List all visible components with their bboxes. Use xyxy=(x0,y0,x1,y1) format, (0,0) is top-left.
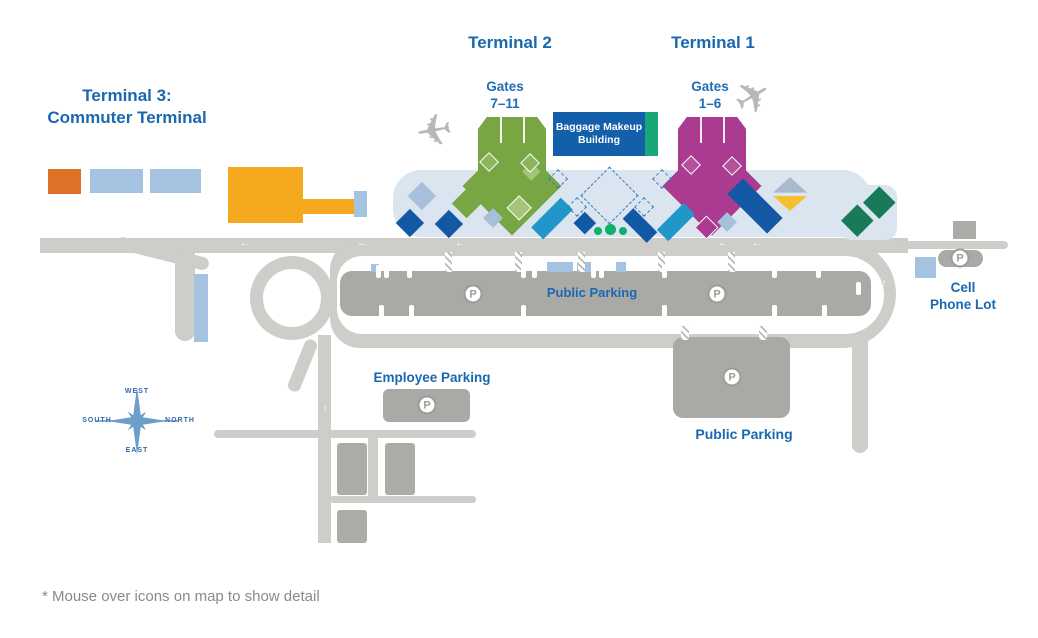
road-stub-left xyxy=(175,253,195,341)
road-center-vertical xyxy=(318,335,331,543)
decor-arrow-icon: ↑ xyxy=(322,402,328,414)
decor-hatch xyxy=(681,326,689,340)
decor-notch xyxy=(532,265,537,278)
decor-notch xyxy=(521,265,526,278)
decor-notch xyxy=(772,305,777,318)
decor-notch xyxy=(599,265,604,278)
cell-phone-lot-label: Cell Phone Lot xyxy=(930,280,996,312)
decor-notch xyxy=(856,282,861,295)
terminal2-title: Terminal 2 xyxy=(468,33,552,52)
terminal3-building-blue-3[interactable] xyxy=(354,191,367,217)
baggage-label-line2: Building xyxy=(578,134,620,146)
decor-arrow-icon: → xyxy=(472,323,482,335)
baggage-building-teal-stripe xyxy=(645,112,658,156)
decor-notch xyxy=(376,265,381,278)
rental-building-blue[interactable] xyxy=(194,274,208,342)
building-south-1[interactable] xyxy=(337,443,367,495)
public-parking-strip-label: Public Parking xyxy=(546,285,638,300)
terminal1-arm-divider xyxy=(700,117,702,143)
decor-notch xyxy=(407,265,412,278)
decor-notch xyxy=(662,305,667,318)
terminal1-title: Terminal 1 xyxy=(671,33,755,52)
parking-icon[interactable]: P xyxy=(707,284,727,304)
decor-notch xyxy=(772,265,777,278)
compass-rose xyxy=(95,387,179,455)
terminal3-building-orange[interactable] xyxy=(48,169,81,194)
decor-arrow-icon: ← xyxy=(455,237,465,249)
decor-arrow-icon: ← xyxy=(357,237,367,249)
decor-dot xyxy=(594,227,602,235)
parking-icon[interactable]: P xyxy=(463,284,483,304)
decor-notch xyxy=(816,265,821,278)
decor-notch xyxy=(521,305,526,318)
decor-arrow-icon: ← xyxy=(718,237,728,249)
road-vertical-short xyxy=(368,438,378,503)
compass-label-south: SOUTH xyxy=(82,417,112,424)
decor-notch xyxy=(409,305,414,318)
terminal3-building-blue-2[interactable] xyxy=(150,169,201,193)
terminal2-arm-divider xyxy=(500,117,502,143)
decor-split xyxy=(773,177,807,211)
decor-arrow-icon: ↑ xyxy=(881,277,887,289)
compass-label-east: EAST xyxy=(125,447,149,454)
decor-arrow-icon: ↑ xyxy=(322,256,328,268)
road-cell-lot xyxy=(896,241,1008,249)
compass-label-west: WEST xyxy=(124,388,150,395)
building-gray-northeast[interactable] xyxy=(953,221,976,239)
building-south-2[interactable] xyxy=(385,443,415,495)
terminal1-arm-divider xyxy=(723,117,725,143)
terminal2-gates-label: Gates 7–11 xyxy=(486,79,524,111)
public-parking-strip[interactable] xyxy=(340,271,871,316)
decor-hatch xyxy=(759,326,767,340)
building-south-3[interactable] xyxy=(337,510,367,543)
road-horizontal-1 xyxy=(214,430,476,438)
road-horizontal-2 xyxy=(330,496,476,503)
decor-arrow-icon: ← xyxy=(752,237,762,249)
terminal3-building-blue-1[interactable] xyxy=(90,169,143,193)
public-parking-main-label: Public Parking xyxy=(695,426,793,442)
decor-dot xyxy=(619,227,627,235)
baggage-label-line1: Baggage Makeup xyxy=(555,121,643,133)
decor-hatch xyxy=(728,252,735,272)
decor-bar xyxy=(616,262,626,272)
employee-parking-label: Employee Parking xyxy=(373,370,491,385)
decor-arrow-icon: ← xyxy=(240,237,250,249)
terminal1-gates-label: Gates 1–6 xyxy=(691,79,729,111)
decor-hatch xyxy=(515,252,522,272)
decor-notch xyxy=(384,265,389,278)
terminal3-concourse-arm[interactable] xyxy=(302,199,354,214)
decor-hatch xyxy=(445,252,452,272)
decor-dot xyxy=(604,223,616,235)
parking-icon[interactable]: P xyxy=(722,367,742,387)
terminal3-title: Terminal 3: Commuter Terminal xyxy=(47,86,207,127)
airplane-icon: ✈ xyxy=(411,104,457,159)
road-ramp-loop xyxy=(250,256,334,340)
decor-notch xyxy=(591,265,596,278)
baggage-building-body xyxy=(553,112,645,156)
terminal2-arm-divider xyxy=(523,117,525,143)
footer-note: * Mouse over icons on map to show detail xyxy=(42,588,320,605)
decor-notch xyxy=(662,265,667,278)
baggage-makeup-building[interactable]: Baggage Makeup Building xyxy=(553,112,658,156)
compass-label-north: NORTH xyxy=(165,417,195,424)
decor-hatch xyxy=(658,252,665,272)
decor-notch xyxy=(379,305,384,318)
parking-icon[interactable]: P xyxy=(417,395,437,415)
terminal3-main-building[interactable] xyxy=(228,167,303,223)
decor-bar xyxy=(371,264,379,272)
decor-notch xyxy=(822,305,827,318)
cell-lot-blue-building[interactable] xyxy=(915,257,936,278)
parking-icon[interactable]: P xyxy=(950,248,970,268)
decor-bar xyxy=(547,262,573,272)
decor-arrow-icon: → xyxy=(622,323,632,335)
road-fork xyxy=(286,337,319,394)
decor-hatch xyxy=(578,252,585,272)
road-right-vertical xyxy=(852,335,868,453)
